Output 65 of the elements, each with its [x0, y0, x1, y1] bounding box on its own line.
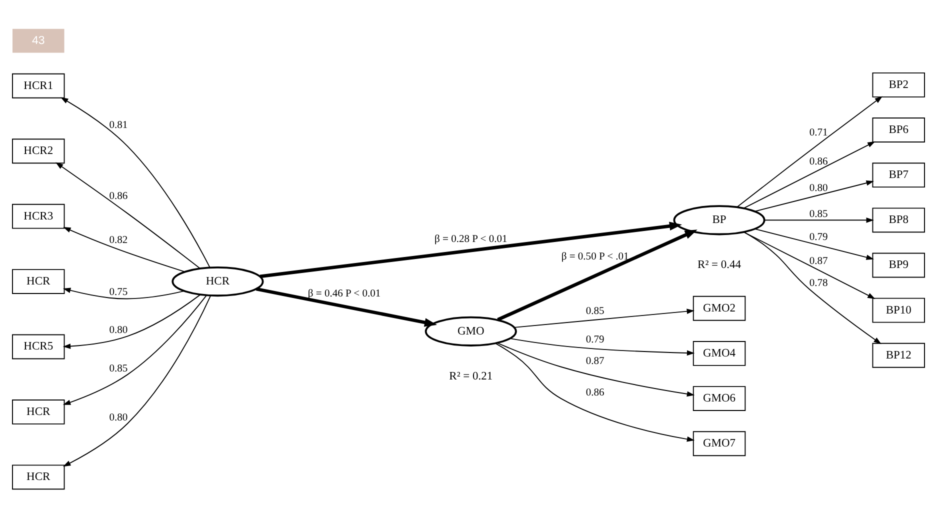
edge-label: 0.79 — [809, 232, 828, 243]
node-box: BP10 — [872, 297, 925, 322]
edge-label: 0.87 — [809, 256, 828, 267]
node-box: HCR2 — [12, 138, 65, 164]
node-box: BP8 — [872, 207, 925, 232]
arrow — [764, 216, 874, 222]
edge-label: 0.78 — [809, 278, 828, 289]
node-ellipse: BP — [673, 204, 766, 235]
node-box: GMO7 — [692, 430, 746, 456]
node-box: BP9 — [872, 252, 925, 278]
node-box: HCR — [12, 464, 65, 490]
node-box: BP12 — [872, 342, 925, 368]
edge-label: 0.81 — [109, 119, 128, 130]
arrow — [743, 231, 876, 298]
edge-label: 0.71 — [809, 127, 828, 138]
edge-label: 0.80 — [109, 324, 128, 336]
arrow — [62, 294, 207, 404]
node-ellipse: HCR — [172, 266, 264, 296]
arrow — [514, 308, 694, 328]
arrow — [56, 162, 200, 268]
edge-label: β = 0.46 P < 0.01 — [308, 288, 381, 300]
edge-label: 0.86 — [586, 386, 604, 398]
node-box: GMO2 — [692, 295, 746, 320]
arrow — [497, 342, 695, 396]
node-box: HCR — [12, 268, 65, 294]
arrow — [754, 228, 874, 260]
arrow — [256, 286, 438, 326]
node-box: GMO4 — [692, 340, 746, 366]
edge-label: 0.85 — [809, 208, 828, 220]
node-label: R² = 0.44 — [698, 258, 742, 271]
edge-label: β = 0.50 P < .01 — [561, 250, 629, 262]
arrow — [62, 294, 211, 466]
node-box: HCR1 — [12, 72, 65, 98]
edge-label: 0.82 — [109, 234, 128, 246]
arrow — [260, 221, 682, 278]
label: 43 — [32, 34, 45, 46]
arrow — [510, 338, 695, 356]
arrow — [744, 231, 882, 344]
edge-label: 0.79 — [586, 334, 604, 346]
arrow — [62, 287, 184, 299]
arrow — [754, 180, 874, 212]
arrow — [495, 342, 695, 442]
edge-label: 0.85 — [109, 362, 128, 374]
node-box: BP2 — [872, 72, 925, 97]
node-box: HCR5 — [12, 334, 65, 359]
arrow — [497, 229, 698, 321]
arrow — [60, 96, 210, 268]
edge-label: 0.75 — [109, 286, 128, 298]
edge-label: 0.80 — [809, 182, 828, 194]
node-box: HCR — [12, 399, 65, 424]
arrow — [63, 226, 186, 272]
arrow — [743, 140, 876, 208]
edge-label: 0.80 — [109, 412, 128, 423]
node-box: BP7 — [872, 162, 925, 188]
edge-label: 0.86 — [809, 156, 828, 167]
node-label: R² = 0.21 — [449, 370, 493, 382]
node-box: BP6 — [872, 117, 925, 142]
node-box: HCR3 — [12, 203, 65, 228]
node-box: GMO6 — [692, 386, 746, 410]
edge-label: 0.85 — [586, 305, 604, 316]
edge-label: 0.86 — [109, 190, 128, 202]
edge-label: β = 0.28 P < 0.01 — [434, 234, 508, 245]
edge-label: 0.87 — [586, 355, 604, 366]
arrow — [62, 294, 201, 348]
arrow — [736, 96, 882, 207]
